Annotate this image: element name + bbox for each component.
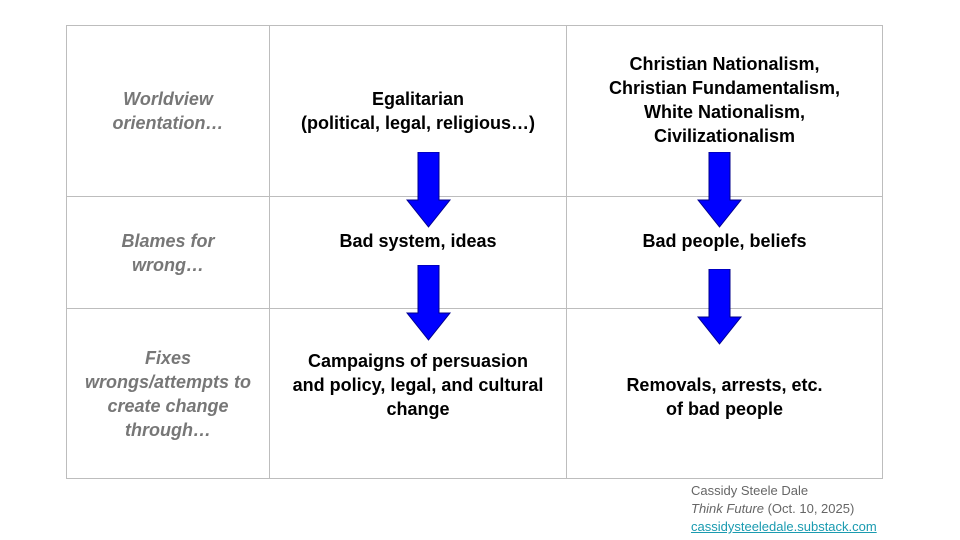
- down-arrow-icon: [406, 152, 452, 228]
- credit-author: Cassidy Steele Dale: [691, 483, 809, 498]
- down-arrow-icon: [697, 269, 743, 345]
- substack-link[interactable]: cassidysteeledale.substack.com: [691, 519, 877, 534]
- row-label-text: Blames for wrong…: [121, 230, 215, 275]
- cell-removals: Removals, arrests, etc. of bad people: [567, 369, 882, 425]
- cell-text: Bad people, beliefs: [642, 231, 807, 251]
- row-label-text: Worldview orientation…: [112, 89, 224, 133]
- row-label-blames: Blames for wrong…: [67, 197, 269, 308]
- credit-publication: Think Future: [691, 501, 764, 516]
- grid-line: [66, 308, 883, 309]
- credit-block: Cassidy Steele Dale Think Future (Oct. 1…: [691, 482, 877, 536]
- down-arrow-icon: [697, 152, 743, 228]
- cell-text: Campaigns of persuasion and policy, lega…: [292, 351, 544, 419]
- grid-line: [882, 25, 883, 479]
- grid-line: [66, 196, 883, 197]
- cell-campaigns: Campaigns of persuasion and policy, lega…: [270, 345, 566, 425]
- grid-line: [66, 478, 883, 479]
- cell-bad-people: Bad people, beliefs: [567, 225, 882, 257]
- row-label-fixes: Fixes wrongs/attempts to create change t…: [67, 309, 269, 478]
- cell-bad-system: Bad system, ideas: [270, 225, 566, 257]
- row-label-text: Fixes wrongs/attempts to create change t…: [84, 347, 251, 440]
- credit-date: (Oct. 10, 2025): [763, 501, 855, 516]
- row-label-worldview: Worldview orientation…: [67, 26, 269, 196]
- grid-line: [66, 25, 883, 26]
- grid-line: [566, 25, 567, 479]
- cell-christian-nationalism: Christian Nationalism, Christian Fundame…: [567, 51, 882, 149]
- credit-publication-line: Think Future (Oct. 10, 2025): [691, 500, 877, 518]
- cell-text: Bad system, ideas: [339, 231, 497, 251]
- cell-text: Removals, arrests, etc. of bad people: [626, 375, 823, 419]
- grid-line: [66, 25, 67, 479]
- grid-line: [269, 25, 270, 479]
- down-arrow-icon: [406, 265, 452, 341]
- cell-text: Christian Nationalism, Christian Fundame…: [608, 54, 841, 146]
- comparison-grid: Worldview orientation… Egalitarian (poli…: [66, 25, 883, 479]
- cell-egalitarian: Egalitarian (political, legal, religious…: [270, 83, 566, 139]
- cell-text: Egalitarian (political, legal, religious…: [300, 89, 536, 133]
